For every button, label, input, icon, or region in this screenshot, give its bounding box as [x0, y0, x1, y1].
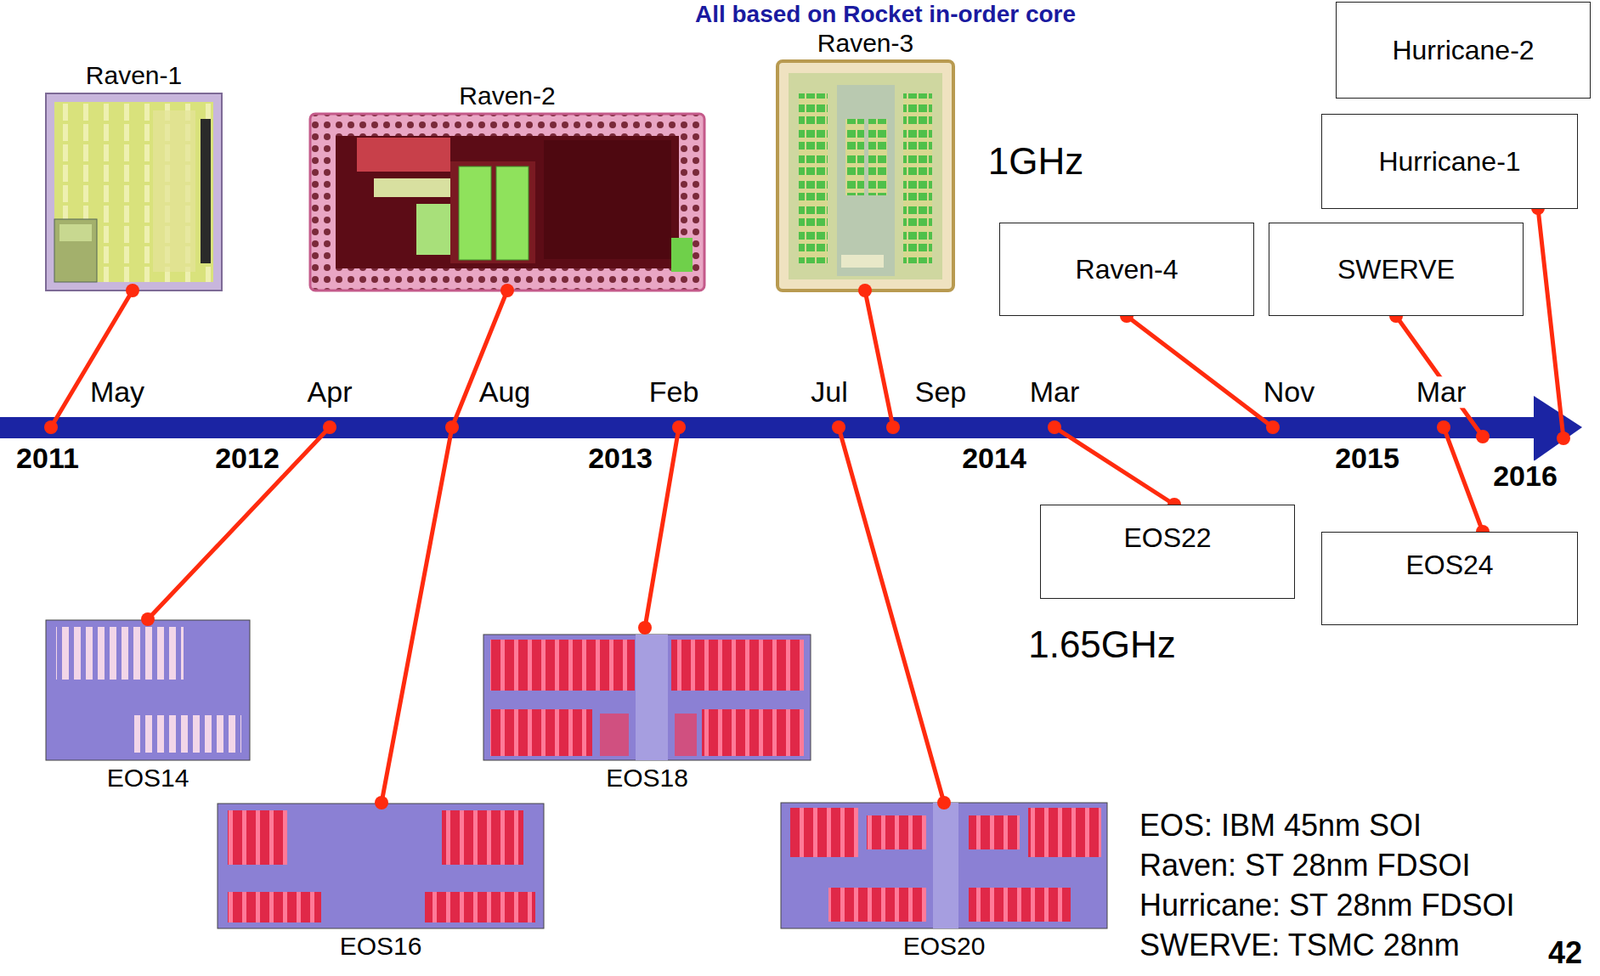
chip-name: Raven-3 — [817, 28, 914, 59]
chip-photo — [310, 113, 705, 291]
chip-name: SWERVE — [1337, 254, 1455, 286]
year-label: 2012 — [212, 442, 283, 475]
process-note: EOS: IBM 45nm SOI — [1136, 808, 1425, 843]
frequency-note: 1.65GHz — [1025, 624, 1179, 666]
chip-name: Hurricane-2 — [1391, 34, 1534, 67]
slide-title: All based on Rocket in-order core — [695, 1, 1076, 29]
chip-photo — [217, 803, 544, 929]
month-label: May — [87, 376, 147, 408]
chip-name: Raven-4 — [1075, 254, 1179, 286]
timeline-bar — [0, 417, 1538, 439]
month-label: Nov — [1260, 376, 1318, 408]
chip-photo — [483, 634, 811, 761]
leader-dots — [44, 201, 1571, 810]
chip-name: Hurricane-1 — [1378, 146, 1521, 178]
chip-photo — [777, 61, 954, 291]
year-label: 2016 — [1490, 460, 1561, 492]
chip-die: EOS14 — [45, 620, 250, 761]
month-label: Sep — [912, 376, 970, 408]
month-label: Jul — [808, 376, 850, 408]
chip-name: Raven-2 — [458, 81, 555, 112]
chip-name: EOS14 — [107, 763, 190, 794]
chip-name: EOS18 — [605, 763, 689, 794]
chip-name: EOS16 — [339, 932, 423, 962]
chip-name: EOS22 — [1123, 522, 1211, 555]
chip-box: EOS22 — [1040, 504, 1295, 600]
year-label: 2014 — [959, 442, 1029, 475]
page-number: 42 — [1545, 936, 1585, 971]
chip-photo — [45, 93, 222, 291]
chip-die: EOS20 — [780, 802, 1108, 929]
chip-box: EOS24 — [1321, 531, 1578, 626]
year-label: 2013 — [585, 442, 656, 475]
leader-lines — [50, 208, 1564, 803]
year-label: 2015 — [1332, 442, 1403, 475]
chip-die: Raven-2 — [310, 113, 705, 291]
month-label: Aug — [476, 376, 534, 408]
chip-die: Raven-1 — [45, 93, 222, 291]
chip-die: EOS18 — [483, 634, 811, 761]
process-note: Raven: ST 28nm FDSOI — [1136, 848, 1473, 883]
chip-name: Raven-1 — [85, 61, 182, 91]
month-label: Mar — [1413, 376, 1470, 408]
process-note: Hurricane: ST 28nm FDSOI — [1136, 888, 1517, 923]
month-label: Feb — [646, 376, 702, 408]
chip-name: EOS20 — [903, 932, 986, 962]
chip-box: SWERVE — [1268, 222, 1524, 317]
chip-photo — [45, 620, 250, 761]
chip-die: Raven-3 — [777, 61, 954, 291]
year-label: 2011 — [13, 442, 82, 475]
chip-die: EOS16 — [217, 803, 544, 929]
frequency-note: 1GHz — [985, 141, 1086, 182]
chip-box: Hurricane-2 — [1335, 1, 1591, 99]
chip-photo — [780, 802, 1108, 929]
chip-box: Raven-4 — [999, 222, 1255, 317]
chip-name: EOS24 — [1405, 549, 1493, 582]
chip-box: Hurricane-1 — [1321, 113, 1578, 210]
month-label: Mar — [1027, 376, 1083, 408]
process-note: SWERVE: TSMC 28nm — [1136, 928, 1463, 963]
month-label: Apr — [305, 376, 356, 408]
